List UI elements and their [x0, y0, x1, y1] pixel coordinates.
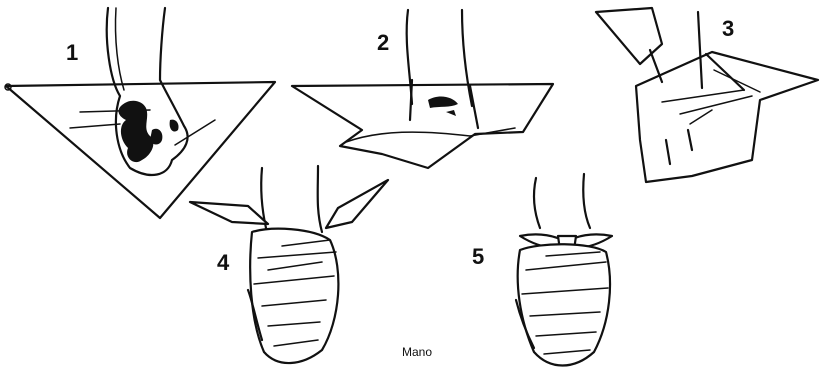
step-3-number: 3: [722, 16, 734, 41]
step-4-number: 4: [217, 250, 230, 275]
step-2-number: 2: [377, 30, 389, 55]
step-2-illustration: 2: [292, 10, 553, 168]
step-4-illustration: 4: [190, 166, 388, 363]
step-5-number: 5: [472, 244, 484, 269]
step-1-illustration: 1: [5, 8, 275, 218]
step-3-illustration: 3: [596, 8, 818, 182]
step-1-number: 1: [66, 40, 78, 65]
step-5-illustration: 5: [472, 174, 612, 366]
figure-caption: Mano: [402, 345, 432, 359]
